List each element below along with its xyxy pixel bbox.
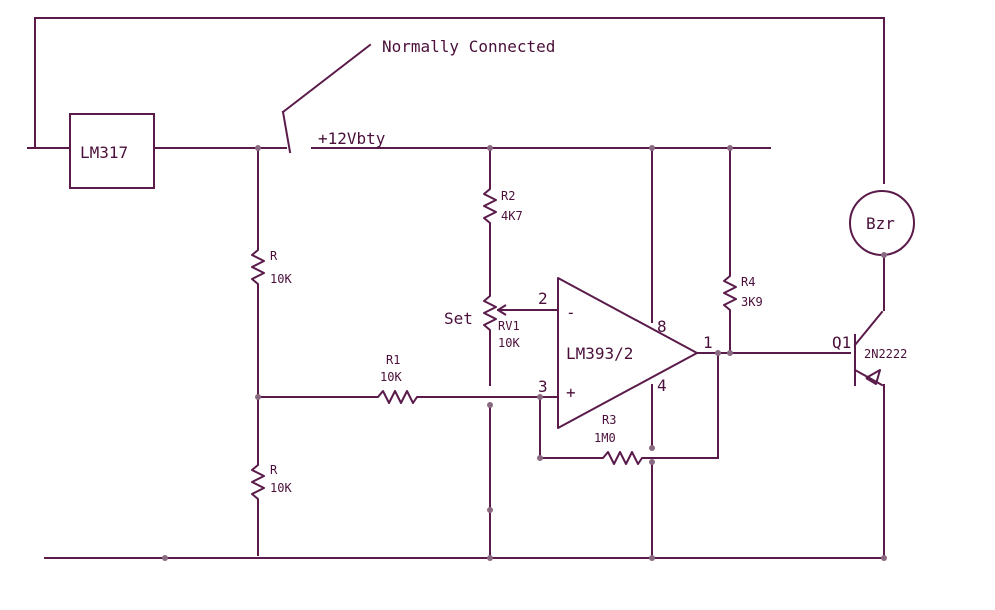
resistor-r-bottom[interactable]	[251, 458, 265, 505]
junction-dot	[649, 145, 655, 151]
junction-dot	[487, 402, 493, 408]
pin2-label: 2	[538, 289, 548, 308]
r4-name: R4	[741, 275, 755, 289]
rv1-name: RV1	[498, 319, 520, 333]
junction-dot	[727, 145, 733, 151]
q1-collector-leg	[853, 310, 884, 347]
junction-dot	[255, 394, 261, 400]
junction-dot	[537, 455, 543, 461]
pin4-label: 4	[657, 376, 667, 395]
junction-dot	[487, 555, 493, 561]
opamp-lm393[interactable]	[557, 277, 698, 429]
q1-emitter-arrow	[865, 369, 881, 385]
r2-name: R2	[501, 189, 515, 203]
junction-dot	[649, 445, 655, 451]
r1-value: 10K	[380, 370, 402, 384]
resistor-r2[interactable]	[483, 183, 497, 229]
lm317-label: LM317	[80, 143, 128, 162]
r3-name: R3	[602, 413, 616, 427]
junction-dot	[487, 145, 493, 151]
pin1-label: 1	[703, 333, 713, 352]
q1-type-label: 2N2222	[864, 347, 907, 361]
junction-dot	[162, 555, 168, 561]
r3-wire-right	[647, 352, 719, 459]
junction-dot	[649, 459, 655, 465]
r1-name: R1	[386, 353, 400, 367]
r3-value: 1M0	[594, 431, 616, 445]
switch-note-label: Normally Connected	[382, 37, 555, 56]
resistor-r4[interactable]	[723, 270, 737, 316]
resistor-r3[interactable]	[597, 451, 648, 465]
q1-label: Q1	[832, 333, 851, 352]
junction-dot	[727, 350, 733, 356]
buzzer-label: Bzr	[866, 214, 895, 233]
top-loop-wire	[34, 17, 885, 184]
pin3-label: 3	[538, 377, 548, 396]
junction-dot	[881, 555, 887, 561]
supply-label: +12Vbty	[318, 129, 386, 148]
pin8-label: 8	[657, 317, 667, 336]
switch-blade	[281, 110, 292, 154]
lm317-regulator-box[interactable]	[69, 113, 155, 189]
r3-wire-left	[539, 396, 598, 459]
junction-dot	[649, 555, 655, 561]
r-bottom-value: 10K	[270, 481, 292, 495]
junction-dot	[881, 252, 887, 258]
switch-pointer	[281, 43, 372, 114]
junction-dot	[255, 145, 261, 151]
r-bottom-name: R	[270, 463, 278, 477]
opamp-plus: +	[566, 383, 576, 402]
junction-dot	[537, 394, 543, 400]
r-top-name: R	[270, 249, 278, 263]
junction-dot	[715, 350, 721, 356]
r2-value: 4K7	[501, 209, 523, 223]
resistor-r-top[interactable]	[251, 243, 265, 290]
resistor-r1[interactable]	[372, 390, 422, 404]
opamp-label: LM393/2	[566, 344, 633, 363]
set-label: Set	[444, 309, 473, 328]
potentiometer-rv1[interactable]	[483, 290, 497, 336]
opamp-minus: -	[566, 303, 576, 322]
r4-value: 3K9	[741, 295, 763, 309]
r-top-value: 10K	[270, 272, 292, 286]
junction-dot	[487, 507, 493, 513]
rv1-value: 10K	[498, 336, 520, 350]
